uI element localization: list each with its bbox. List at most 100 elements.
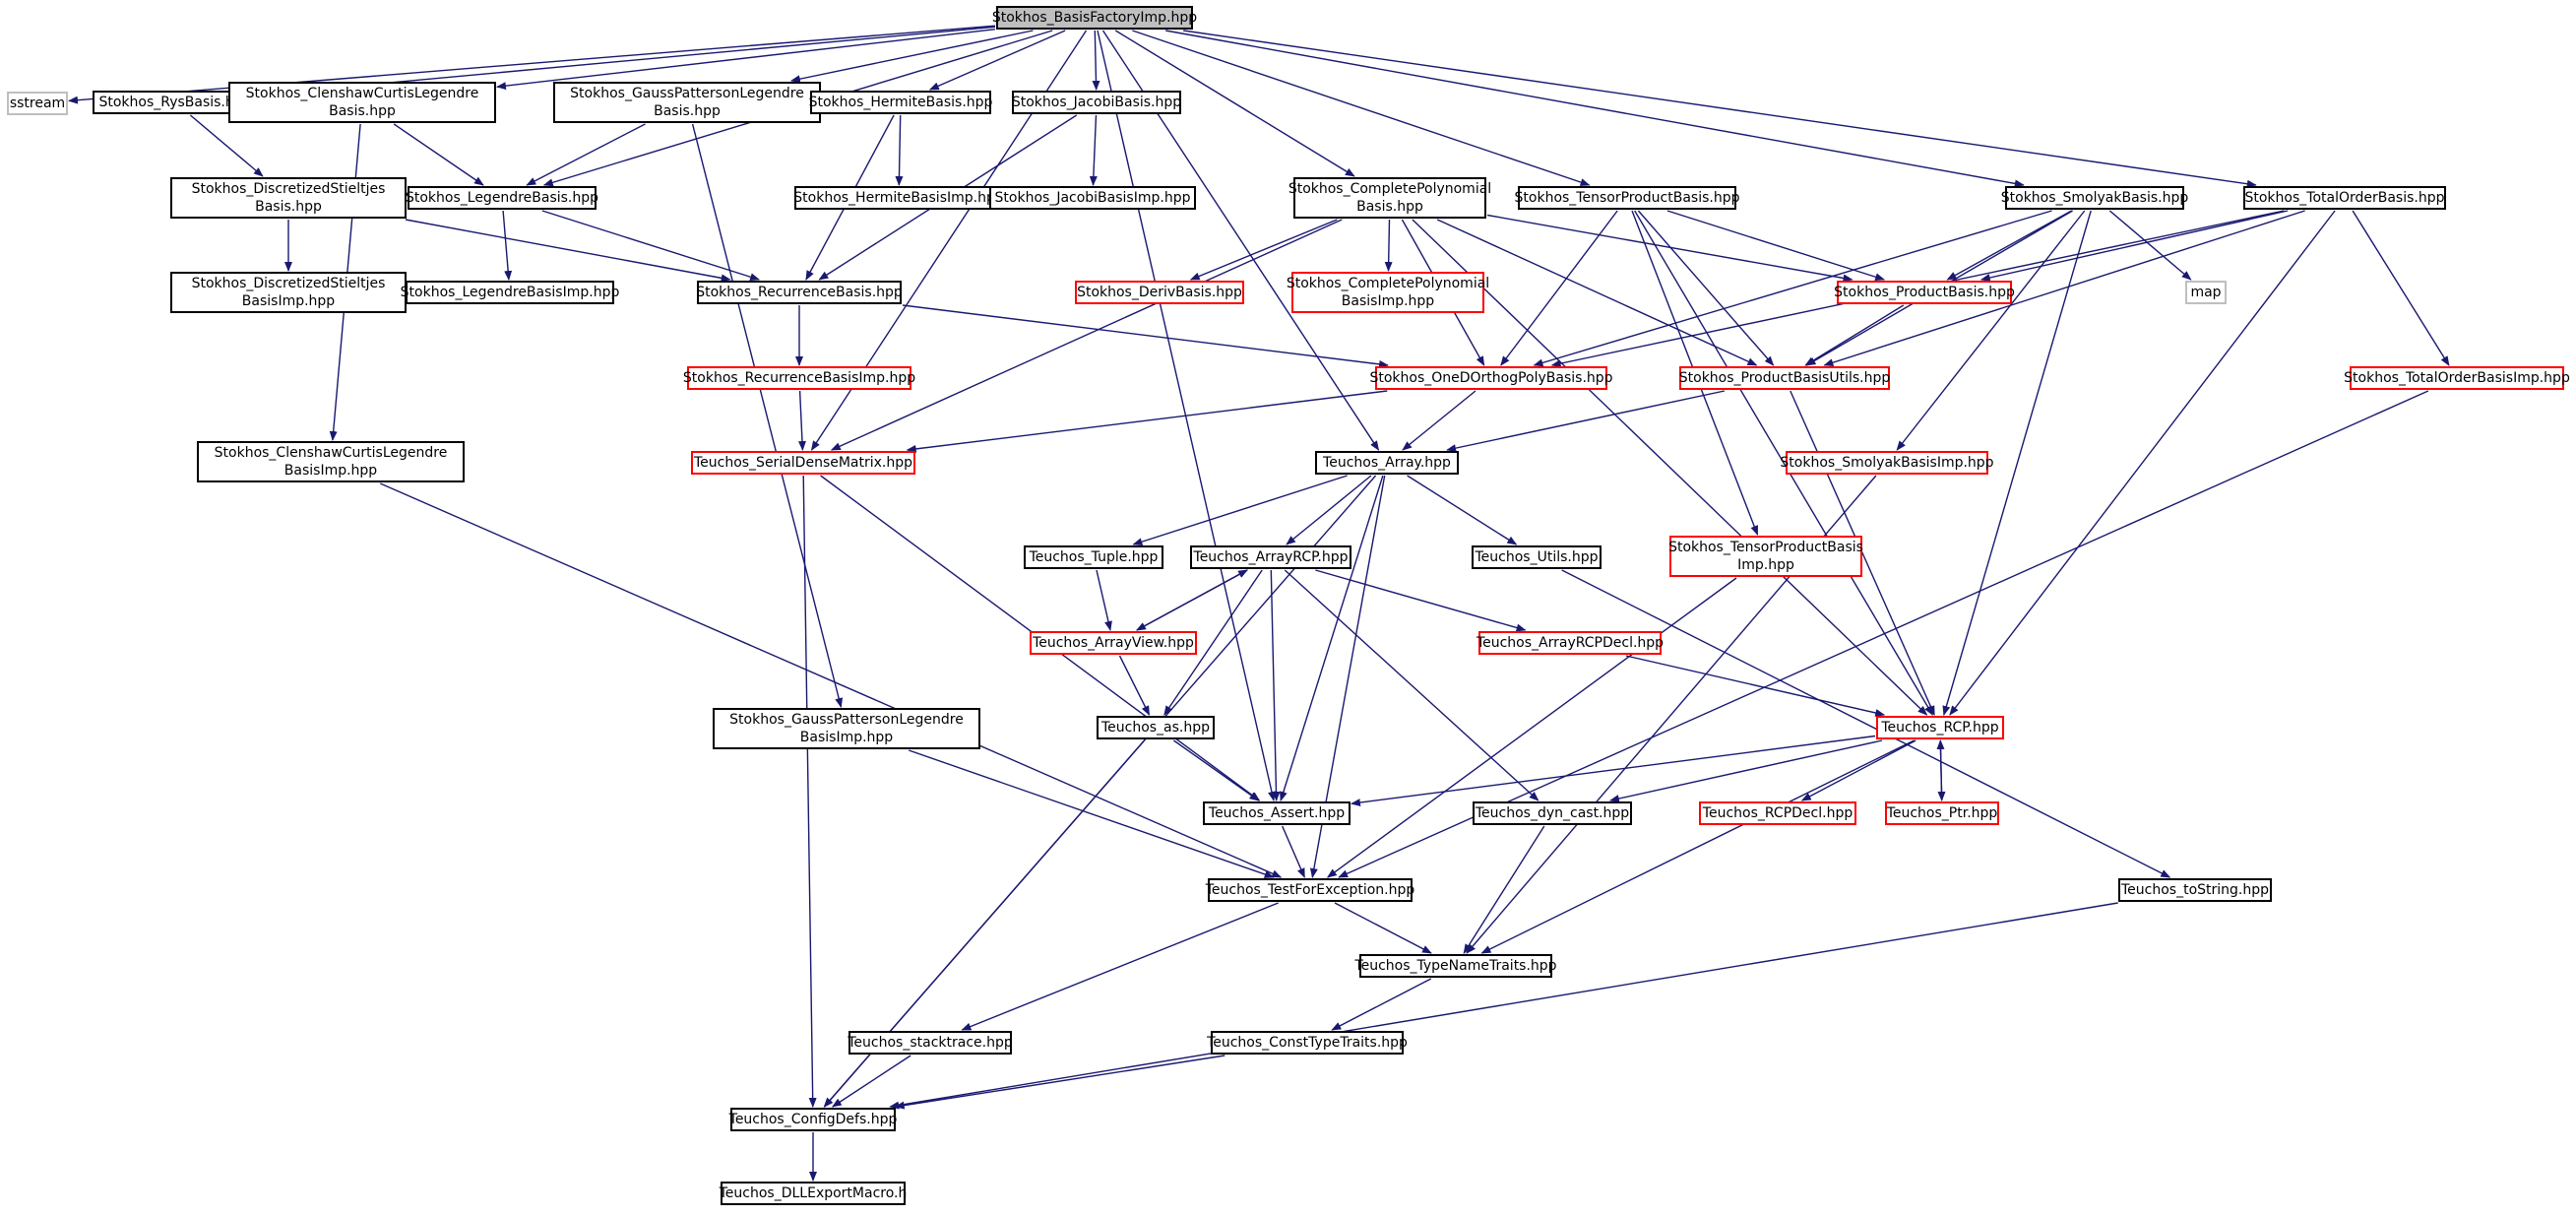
edge-totalorder-to-productutils (1823, 210, 2305, 367)
node-total-order-basis[interactable]: Stokhos_TotalOrderBasis.hpp (2243, 186, 2446, 210)
edge-utils-to-tostring (1561, 569, 2171, 878)
node-product-basis-utils[interactable]: Stokhos_ProductBasisUtils.hpp (1679, 366, 1890, 390)
edge-root-to-gpleg (789, 30, 1034, 84)
edge-array-to-utils (1407, 475, 1518, 545)
node-basis-factory-imp[interactable]: Stokhos_BasisFactoryImp.hpp (992, 6, 1197, 30)
edge-totalorder-to-totalorderimp (2352, 210, 2450, 366)
edge-rcp-to-assert (1351, 735, 1876, 807)
node-teuchos-type-name-traits[interactable]: Teuchos_TypeNameTraits.hpp (1354, 954, 1557, 978)
edge-recurrence-to-onedortho (902, 304, 1389, 368)
node-discretized-stieltjes-basis[interactable]: Stokhos_DiscretizedStieltjes Basis.hpp (170, 177, 407, 219)
node-map[interactable]: map (2185, 281, 2227, 304)
edge-rcp-to-rcpdecl (1800, 739, 1916, 801)
edge-tensorimp-to-testforexc (1326, 577, 1737, 878)
node-complete-polynomial-basis[interactable]: Stokhos_CompletePolynomial Basis.hpp (1288, 177, 1491, 219)
edge-complete-to-productutils (1436, 219, 1758, 366)
edge-ptr-to-rcp (1936, 739, 1945, 801)
edge-tuple-to-arrayview (1096, 569, 1112, 631)
edge-smolyak-to-map (2108, 210, 2192, 281)
node-serial-dense-matrix[interactable]: Teuchos_SerialDenseMatrix.hpp (691, 451, 915, 475)
node-teuchos-array[interactable]: Teuchos_Array.hpp (1315, 451, 1459, 475)
node-teuchos-assert[interactable]: Teuchos_Assert.hpp (1203, 801, 1351, 825)
edge-array-to-tuple (1132, 475, 1348, 546)
node-hermite-basis-imp[interactable]: Stokhos_HermiteBasisImp.hpp (793, 186, 1004, 210)
node-teuchos-as[interactable]: Teuchos_as.hpp (1097, 716, 1215, 739)
edge-root-to-sstream (68, 25, 996, 104)
node-complete-polynomial-basis-imp[interactable]: Stokhos_CompletePolynomial BasisImp.hpp (1287, 272, 1489, 313)
edge-complete-to-deriv (1189, 219, 1338, 281)
edge-productutils-to-array (1446, 390, 1726, 453)
node-gauss-patterson-legendre-basis[interactable]: Stokhos_GaussPattersonLegendre Basis.hpp (553, 82, 821, 123)
node-teuchos-test-for-exception[interactable]: Teuchos_TestForException.hpp (1206, 878, 1414, 902)
edge-testforexc-to-stacktrace (961, 902, 1279, 1031)
node-tensor-product-basis[interactable]: Stokhos_TensorProductBasis.hpp (1515, 186, 1740, 210)
node-recurrence-basis[interactable]: Stokhos_RecurrenceBasis.hpp (696, 281, 903, 304)
edge-root-to-complete (1114, 30, 1355, 177)
node-legendre-basis[interactable]: Stokhos_LegendreBasis.hpp (406, 186, 598, 210)
node-oned-orthog-poly-basis[interactable]: Stokhos_OneDOrthogPolyBasis.hpp (1369, 366, 1613, 390)
node-recurrence-basis-imp[interactable]: Stokhos_RecurrenceBasisImp.hpp (683, 366, 915, 390)
edge-root-to-ccleg (496, 29, 996, 91)
edge-arrayrcp-to-arrayrcpdecl (1315, 569, 1527, 632)
edge-productutils-to-rcp (1790, 390, 1935, 716)
node-legendre-basis-imp[interactable]: Stokhos_LegendreBasisImp.hpp (401, 281, 619, 304)
node-total-order-basis-imp[interactable]: Stokhos_TotalOrderBasisImp.hpp (2344, 366, 2570, 390)
node-smolyak-basis[interactable]: Stokhos_SmolyakBasis.hpp (2001, 186, 2188, 210)
edge-smolyak-to-onedortho (1533, 210, 2052, 367)
node-product-basis[interactable]: Stokhos_ProductBasis.hpp (1834, 281, 2015, 304)
edge-array-to-assert (1279, 475, 1384, 801)
edge-tensor-to-productbasis (1666, 210, 1886, 282)
edge-tensor-to-rcp (1634, 210, 1933, 716)
edge-typename-to-consttype (1331, 978, 1432, 1031)
node-teuchos-array-view[interactable]: Teuchos_ArrayView.hpp (1030, 631, 1197, 655)
node-clenshaw-curtis-legendre-basis[interactable]: Stokhos_ClenshawCurtisLegendre Basis.hpp (228, 82, 496, 123)
node-deriv-basis[interactable]: Stokhos_DerivBasis.hpp (1075, 281, 1244, 304)
edge-discst-to-recurrence (405, 219, 731, 283)
edge-smolyak-to-rcp (1942, 210, 2092, 716)
edge-stacktrace-to-configdefs (831, 1055, 911, 1108)
edge-hermite-to-hermiteimp (895, 114, 904, 186)
node-teuchos-utils[interactable]: Teuchos_Utils.hpp (1472, 545, 1602, 569)
edge-complete-to-rcp (1412, 219, 1928, 716)
node-teuchos-stacktrace[interactable]: Teuchos_stacktrace.hpp (848, 1031, 1013, 1055)
edge-tensor-to-onedortho (1500, 210, 1618, 366)
node-teuchos-array-rcp[interactable]: Teuchos_ArrayRCP.hpp (1190, 545, 1351, 569)
node-teuchos-dyn-cast[interactable]: Teuchos_dyn_cast.hpp (1473, 801, 1632, 825)
edge-cclegimp-to-testforexc (380, 482, 1283, 878)
edge-arrayview-to-arrayrcp (1136, 569, 1248, 631)
edge-as-to-assert (1172, 739, 1260, 801)
edge-smolyak-to-productbasis (1946, 210, 2072, 281)
edge-arrayrcp-to-dyncast (1284, 569, 1539, 801)
edge-arrayrcp-to-as (1163, 569, 1263, 716)
node-teuchos-to-string[interactable]: Teuchos_toString.hpp (2118, 878, 2272, 902)
edge-onedortho-to-array (1402, 390, 1476, 451)
edge-dyncast-to-typename (1463, 825, 1545, 954)
node-clenshaw-curtis-legendre-basis-imp[interactable]: Stokhos_ClenshawCurtisLegendre BasisImp.… (197, 441, 465, 482)
edge-legendre-to-legendreimp (502, 210, 513, 281)
edge-testforexc-to-typename (1334, 902, 1432, 954)
node-gauss-patterson-legendre-basis-imp[interactable]: Stokhos_GaussPattersonLegendre BasisImp.… (713, 708, 980, 749)
edge-rcp-to-typename (1480, 739, 1915, 954)
node-discretized-stieltjes-basis-imp[interactable]: Stokhos_DiscretizedStieltjes BasisImp.hp… (170, 272, 407, 313)
node-smolyak-basis-imp[interactable]: Stokhos_SmolyakBasisImp.hpp (1780, 451, 1994, 475)
edge-array-to-arrayrcp (1286, 475, 1372, 545)
node-teuchos-const-type-traits[interactable]: Teuchos_ConstTypeTraits.hpp (1207, 1031, 1408, 1055)
node-teuchos-config-defs[interactable]: Teuchos_ConfigDefs.hpp (729, 1108, 897, 1131)
node-hermite-basis[interactable]: Stokhos_HermiteBasis.hpp (809, 91, 992, 114)
edge-consttype-to-configdefs (894, 1055, 1225, 1110)
edge-totalorder-to-rcp (1949, 210, 2336, 716)
node-teuchos-ptr[interactable]: Teuchos_Ptr.hpp (1885, 801, 1999, 825)
edge-arrayrcp-to-assert (1270, 569, 1281, 801)
node-jacobi-basis[interactable]: Stokhos_JacobiBasis.hpp (1012, 91, 1181, 114)
edge-rys-to-discst (189, 114, 264, 177)
node-jacobi-basis-imp[interactable]: Stokhos_JacobiBasisImp.hpp (989, 186, 1196, 210)
node-tensor-product-basis-imp[interactable]: Stokhos_TensorProductBasis Imp.hpp (1668, 536, 1863, 577)
node-sstream[interactable]: sstream (7, 92, 68, 115)
node-teuchos-rcp[interactable]: Teuchos_RCP.hpp (1876, 716, 2004, 739)
edge-root-to-totalorder (1183, 30, 2257, 188)
node-teuchos-tuple[interactable]: Teuchos_Tuple.hpp (1024, 545, 1163, 569)
node-teuchos-rcp-decl[interactable]: Teuchos_RCPDecl.hpp (1699, 801, 1856, 825)
node-teuchos-array-rcp-decl[interactable]: Teuchos_ArrayRCPDecl.hpp (1476, 631, 1664, 655)
node-teuchos-dll-export-macro[interactable]: Teuchos_DLLExportMacro.h (720, 1182, 907, 1205)
